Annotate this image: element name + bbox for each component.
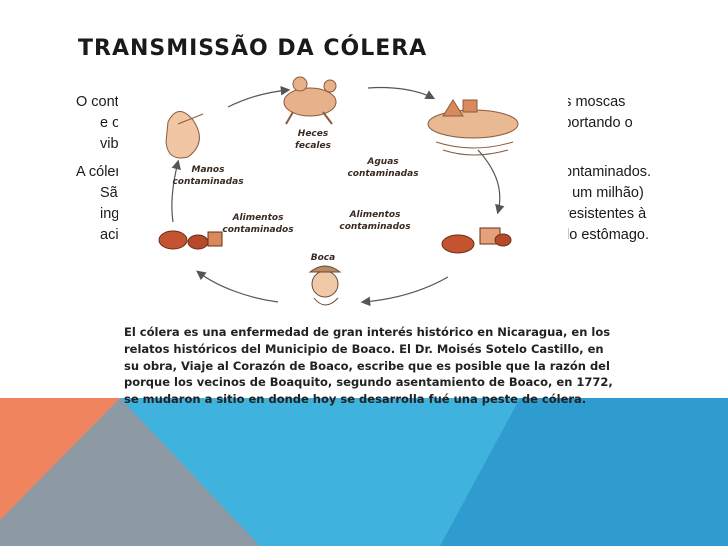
para1-line2-right: nsportando o [548, 115, 633, 131]
label-fecales: fecales [295, 141, 332, 151]
para2-line1-right: ontaminados. [564, 164, 652, 180]
spanish-caption: El cólera es una enfermedad de gran inte… [124, 324, 613, 408]
label-boca: Boca [311, 253, 335, 263]
label-alimentos-left: Alimentos [232, 213, 285, 223]
label-alimentos-right: Alimentos [349, 210, 402, 220]
label-heces: Heces [298, 129, 329, 139]
cycle-arrows [171, 85, 505, 307]
fly-icon [165, 111, 204, 159]
para2-line2-right: o um milhão) [560, 185, 644, 201]
mouth-person-icon [308, 265, 342, 306]
caption-line: se mudaron a sitio en donde hoy se desar… [124, 392, 587, 407]
people-sketch-icon [283, 76, 337, 125]
label-manos-contaminadas: contaminadas [172, 177, 244, 187]
para2-line1-left: A cólera [76, 164, 129, 180]
dark-cyan-triangle [440, 398, 728, 546]
caption-line: El cólera es una enfermedad de gran inte… [124, 325, 611, 339]
caption-line: porque los vecinos de Boaquito, segundo … [124, 375, 613, 390]
label-alimentos-left-contaminados: contaminados [222, 225, 294, 235]
label-manos: Manos [192, 165, 226, 175]
para2-line3-right: resistentes à [564, 206, 647, 222]
caption-line: su obra, Viaje al Corazón de Boaco, escr… [124, 358, 610, 373]
food-left-icon [158, 230, 223, 250]
food-right-icon [441, 227, 512, 254]
caption-line: relatos históricos del Municipio de Boac… [124, 341, 604, 356]
label-alimentos-right-contaminados: contaminados [339, 222, 411, 232]
orange-triangle [0, 398, 120, 520]
label-aguas: Aguas [366, 157, 399, 167]
slide-title: TRANSMISSÃO DA CÓLERA [78, 36, 428, 61]
transmission-cycle-diagram: Heces fecales Manos contaminadas Aguas c… [118, 62, 568, 324]
river-house-icon [427, 99, 519, 156]
label-aguas-contaminadas: contaminadas [347, 169, 419, 179]
para2-line4-right: lo estômago. [566, 227, 650, 243]
